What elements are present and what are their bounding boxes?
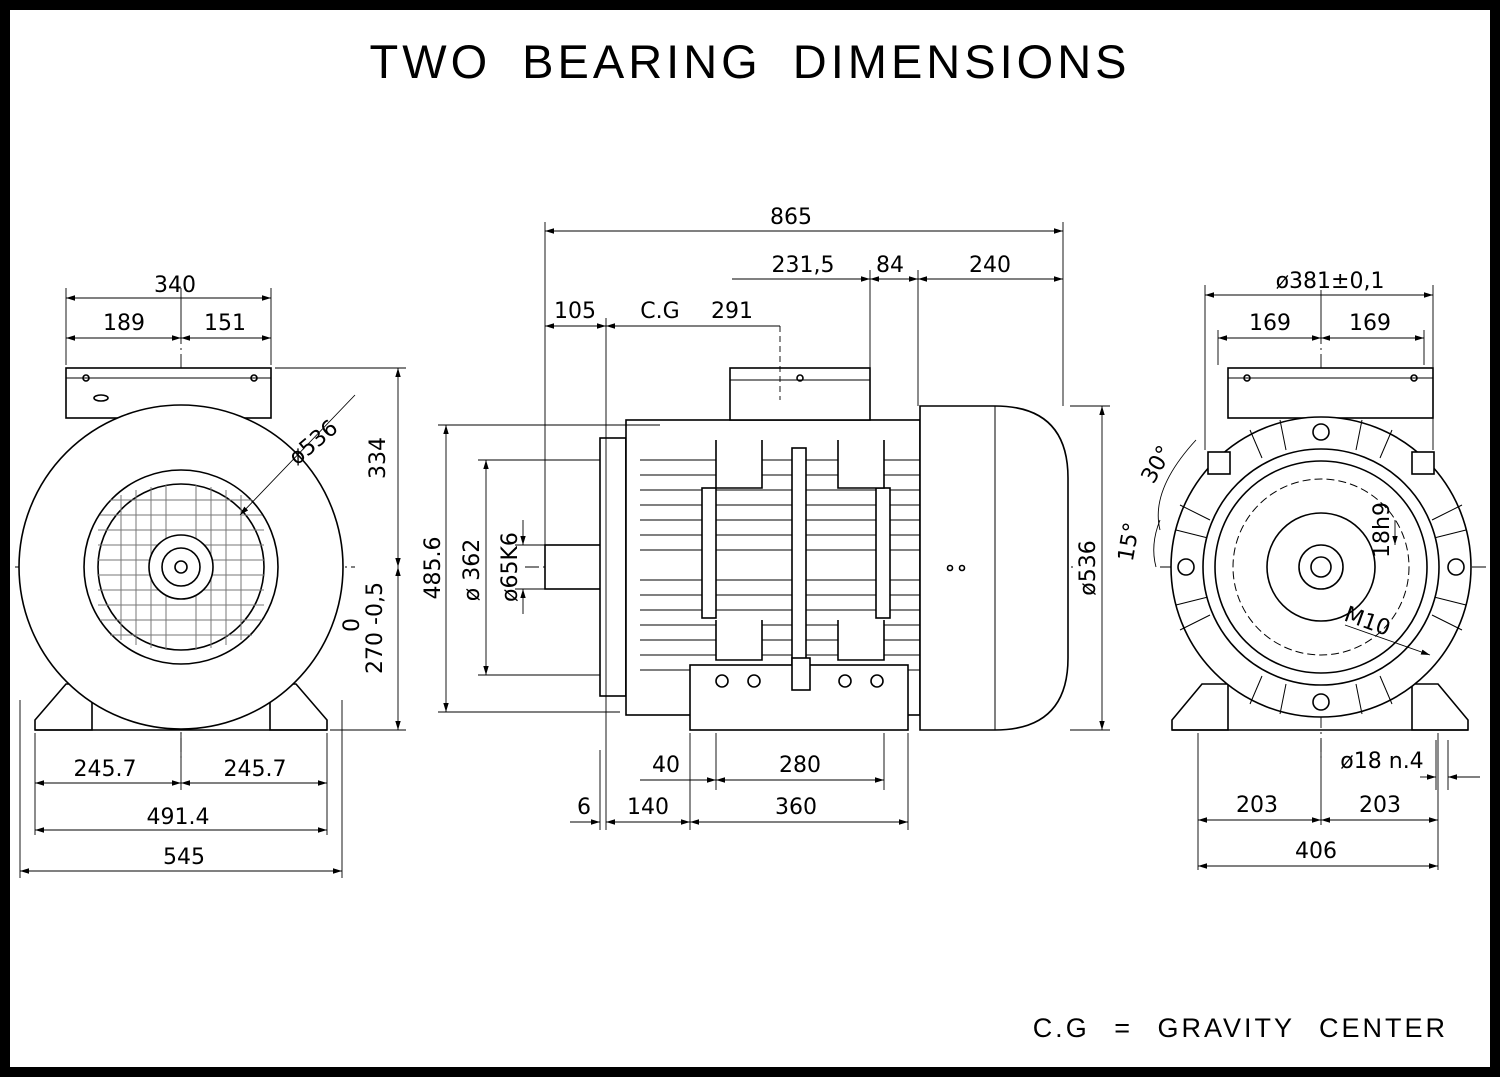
side-flange xyxy=(599,437,627,697)
side-terminal-screw xyxy=(796,374,804,382)
front-cable-gland xyxy=(93,394,109,402)
flange-terminal-screw-right xyxy=(1410,374,1418,382)
flange-corner-boss-tl xyxy=(1207,451,1231,475)
front-terminal-screw-left xyxy=(82,374,90,382)
dim-6-label: 6 xyxy=(577,795,591,820)
side-foot-slot xyxy=(791,657,811,691)
dim-406-label: 406 xyxy=(1295,839,1337,864)
dim-203a-label: 203 xyxy=(1236,793,1278,818)
front-shaft-center xyxy=(174,560,188,574)
dim-536-label: ø536 xyxy=(285,416,344,471)
dim-280-label: 280 xyxy=(779,753,821,778)
dim-270-label: 270 -0,5 xyxy=(363,582,388,674)
dim-40-label: 40 xyxy=(652,753,680,778)
dim-169a-label: 169 xyxy=(1249,311,1291,336)
front-fan-cover-ring xyxy=(83,469,279,665)
dim-84-label: 84 xyxy=(876,253,904,278)
dim-545-label: 545 xyxy=(163,845,205,870)
dim-231-label: 231,5 xyxy=(772,253,835,278)
page-title: TWO BEARING DIMENSIONS xyxy=(369,35,1131,88)
dim-15-label: 15° xyxy=(1114,520,1145,563)
side-lifting-lug-right xyxy=(837,440,885,489)
flange-bolt-bottom xyxy=(1312,693,1330,711)
side-foot-hole-1 xyxy=(715,674,729,688)
dim-tol-upper-label: 0 xyxy=(340,618,365,632)
dim-65-label: ø65K6 xyxy=(498,532,523,602)
side-lug-lower-left xyxy=(715,620,763,661)
dim-189-label: 189 xyxy=(103,311,145,336)
side-rib-right xyxy=(875,487,891,619)
flange-foot-left xyxy=(1171,683,1229,731)
flange-bolt-circle xyxy=(1232,478,1410,656)
side-rib-center xyxy=(791,447,807,689)
side-lug-lower-right xyxy=(837,620,885,661)
dim-865-label: 865 xyxy=(770,205,812,230)
flange-bolt-left xyxy=(1177,558,1195,576)
side-foot-hole-3 xyxy=(838,674,852,688)
flange-view: ø381±0,1 169 169 30° 15° 18h9 M10 ø18 n.… xyxy=(1114,269,1490,870)
dim-245b-label: 245.7 xyxy=(224,757,287,782)
dim-360-label: 360 xyxy=(775,795,817,820)
side-shaft xyxy=(544,544,608,590)
dim-240-label: 240 xyxy=(969,253,1011,278)
dim-203b-label: 203 xyxy=(1359,793,1401,818)
dim-18h9-label: 18h9 xyxy=(1370,502,1395,558)
dim-140-label: 140 xyxy=(627,795,669,820)
side-terminal-box xyxy=(729,367,871,421)
dim-18n4-label: ø18 n.4 xyxy=(1340,749,1423,774)
front-terminal-screw-right xyxy=(250,374,258,382)
flange-foot-right xyxy=(1411,683,1469,731)
front-view: 340 189 151 ø536 334 0 270 -0,5 245.7 24… xyxy=(15,273,406,878)
flange-shaft-inner xyxy=(1310,556,1332,578)
flange-spigot-ring xyxy=(1214,460,1428,674)
side-lifting-lug-left xyxy=(715,440,763,489)
front-fan-grille-ring xyxy=(97,483,265,651)
dim-536-side-label: ø536 xyxy=(1076,540,1101,595)
dim-340-label: 340 xyxy=(154,273,196,298)
dim-30-arc xyxy=(1157,439,1197,531)
flange-bolt-right xyxy=(1447,558,1465,576)
side-foot-hole-2 xyxy=(747,674,761,688)
dim-cg-label: C.G xyxy=(640,299,679,324)
gravity-center-legend: C.G = GRAVITY CENTER xyxy=(1032,1013,1448,1043)
dim-15-arc xyxy=(1153,519,1161,568)
dim-169b-label: 169 xyxy=(1349,311,1391,336)
dim-151-label: 151 xyxy=(204,311,246,336)
dim-362-label: ø 362 xyxy=(460,539,485,601)
flange-fins xyxy=(1175,419,1467,715)
side-foot-hole-4 xyxy=(870,674,884,688)
dim-491-label: 491.4 xyxy=(147,805,210,830)
flange-corner-boss-tr xyxy=(1411,451,1435,475)
dim-291-label: 291 xyxy=(711,299,753,324)
dim-105-label: 105 xyxy=(554,299,596,324)
flange-bolt-top xyxy=(1312,423,1330,441)
flange-bearing-cap xyxy=(1266,512,1376,622)
side-fan-screw-2 xyxy=(958,564,966,572)
dim-334-label: 334 xyxy=(366,437,391,479)
dim-381-label: ø381±0,1 xyxy=(1276,269,1385,294)
front-fan-grille xyxy=(98,485,264,650)
side-rib-left xyxy=(701,487,717,619)
dim-485-label: 485.6 xyxy=(421,537,446,600)
dim-245a-label: 245.7 xyxy=(74,757,137,782)
flange-terminal-screw-left xyxy=(1243,374,1251,382)
flange-terminal-box xyxy=(1227,367,1434,419)
side-fan-screw-1 xyxy=(946,564,954,572)
dim-30-label: 30° xyxy=(1137,442,1178,488)
side-view: 865 231,5 84 240 105 C.G 291 485.6 ø 362… xyxy=(421,205,1110,830)
flange-shaft-outer xyxy=(1298,544,1344,590)
front-hub-inner xyxy=(161,547,201,587)
dim-536-leader xyxy=(239,394,356,516)
side-fan-cover xyxy=(919,405,1069,731)
dim-m10-leader xyxy=(1344,624,1431,656)
